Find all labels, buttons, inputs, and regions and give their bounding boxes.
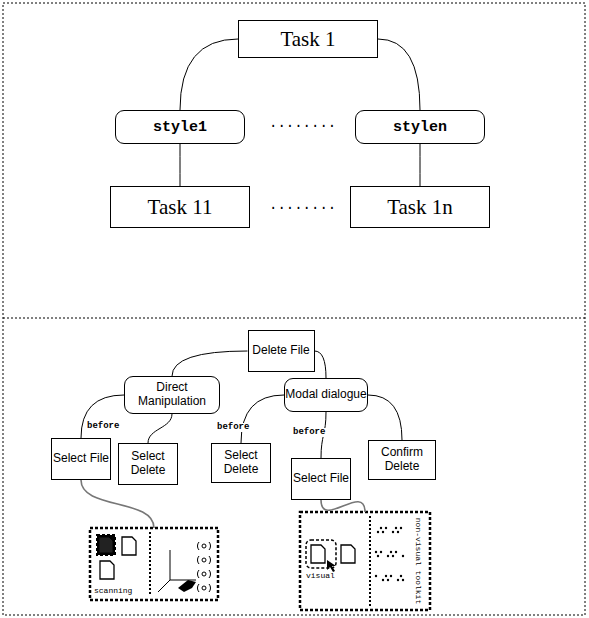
- node-text: stylen: [393, 119, 447, 136]
- style-box: stylen: [355, 110, 485, 144]
- task-box: Task 11: [110, 186, 250, 228]
- task-box: Select File: [51, 438, 111, 480]
- connector: [241, 395, 284, 443]
- connector: [180, 144, 181, 186]
- order-label: before: [292, 428, 326, 437]
- node-text: Task 1n: [387, 195, 453, 220]
- task-box: Confirm Delete: [368, 440, 436, 480]
- task-box: Select File: [291, 458, 351, 500]
- node-text: Modal dialogue: [285, 388, 366, 402]
- connector: [81, 480, 154, 528]
- connector: [180, 39, 238, 110]
- caption-text: non-visual toolkit: [414, 518, 422, 604]
- task-box: Task 1: [238, 20, 378, 58]
- caption-text: scanning: [94, 587, 132, 595]
- order-label: before: [216, 423, 250, 432]
- node-text: Task 11: [148, 195, 213, 220]
- ellipsis: ........: [268, 198, 337, 212]
- node-text: Select File: [293, 472, 349, 486]
- task-box: Delete File: [248, 330, 315, 372]
- caption-text: visual: [306, 572, 335, 580]
- style-box: Direct Manipulation: [124, 376, 220, 414]
- illustration-box: visual non-visual toolkit: [300, 512, 430, 610]
- node-text: Direct Manipulation: [125, 381, 219, 409]
- node-text: Delete File: [252, 344, 309, 358]
- node-text: Confirm Delete: [369, 446, 435, 474]
- connector: [321, 500, 365, 512]
- node-text: Select Delete: [212, 449, 270, 477]
- task-box: Task 1n: [350, 186, 490, 228]
- connector: [315, 351, 327, 378]
- node-text: Select File: [53, 452, 109, 466]
- task-box: Select Delete: [211, 443, 271, 483]
- node-text: Select Delete: [119, 450, 177, 478]
- connector: [420, 144, 421, 186]
- connector: [378, 39, 420, 110]
- connector: [368, 395, 402, 440]
- connector: [81, 395, 124, 438]
- node-text: Task 1: [280, 27, 335, 52]
- connector: [148, 414, 172, 443]
- connector: [172, 351, 248, 376]
- node-text: style1: [153, 119, 207, 136]
- order-label: before: [86, 422, 120, 431]
- style-box: Modal dialogue: [284, 378, 368, 412]
- illustration-box: scanning: [90, 528, 218, 600]
- task-box: Select Delete: [118, 443, 178, 485]
- style-box: style1: [115, 110, 245, 144]
- ellipsis: ........: [268, 116, 337, 130]
